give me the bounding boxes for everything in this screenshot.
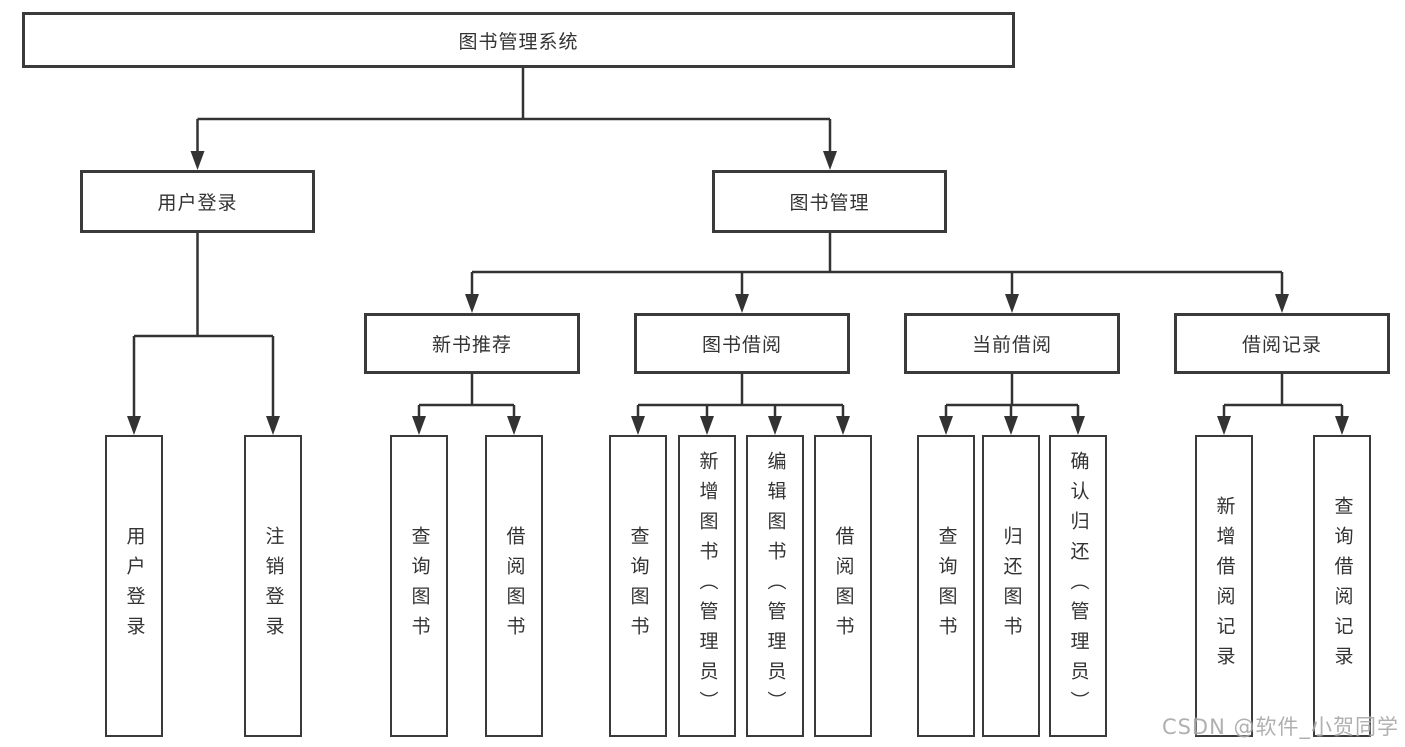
leaf-return-books: 归还图书: [982, 435, 1040, 737]
leaf-edit-books-admin: 编辑图书（管理员）: [746, 435, 804, 737]
leaf-query-borrow-record: 查询借阅记录: [1313, 435, 1371, 737]
leaf-logout: 注销登录: [244, 435, 302, 737]
node-borrow-records: 借阅记录: [1174, 313, 1390, 374]
leaf-user-login: 用户登录: [105, 435, 163, 737]
leaf-query-books-current: 查询图书: [917, 435, 975, 737]
node-current-borrow: 当前借阅: [904, 313, 1120, 374]
leaf-borrow-books-recommend: 借阅图书: [485, 435, 543, 737]
node-new-book-recommend: 新书推荐: [364, 313, 580, 374]
leaf-add-borrow-record: 新增借阅记录: [1195, 435, 1253, 737]
leaf-query-books-recommend: 查询图书: [390, 435, 448, 737]
node-book-management: 图书管理: [712, 170, 947, 233]
leaf-borrow-books: 借阅图书: [814, 435, 872, 737]
csdn-watermark: CSDN @软件_小贺同学: [1161, 715, 1399, 739]
leaf-confirm-return-admin: 确认归还（管理员）: [1049, 435, 1107, 737]
node-user-login: 用户登录: [80, 170, 315, 233]
leaf-query-books-borrow: 查询图书: [609, 435, 667, 737]
node-library-management-system: 图书管理系统: [22, 12, 1015, 68]
leaf-add-books-admin: 新增图书（管理员）: [678, 435, 736, 737]
node-book-borrow: 图书借阅: [634, 313, 850, 374]
